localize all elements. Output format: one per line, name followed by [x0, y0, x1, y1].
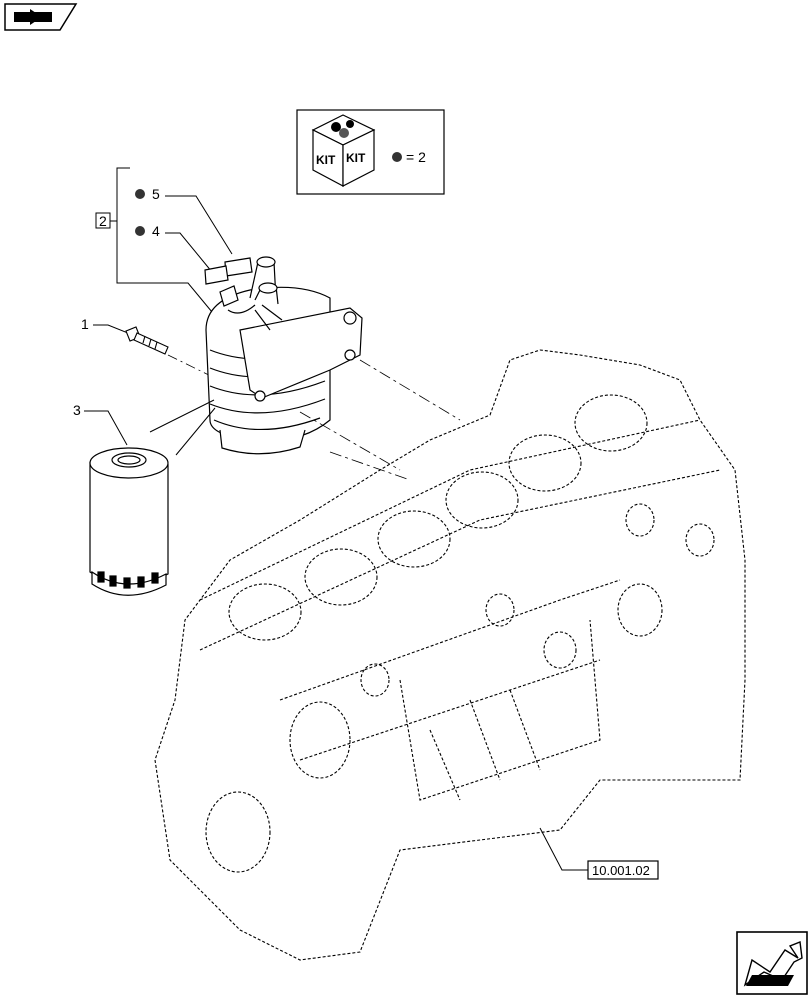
kit-legend: KIT KIT = 2: [296, 109, 445, 195]
reference-leader: [539, 827, 588, 871]
kit-quantity: = 2: [406, 149, 426, 165]
leader-3: [84, 410, 128, 446]
leader-4: [165, 232, 213, 273]
filter-cartridge: [89, 447, 169, 596]
callout-2: 2: [99, 213, 107, 229]
filter-head: [204, 256, 363, 455]
previous-page-icon[interactable]: [4, 3, 78, 31]
kit-bullet-icon-5: [135, 189, 145, 199]
bolt: [125, 326, 169, 355]
leader-5: [165, 195, 233, 255]
leader-1: [93, 324, 129, 334]
kit-text-left: KIT: [316, 153, 336, 167]
engine-block: [154, 349, 746, 961]
kit-bullet-icon: [392, 152, 402, 162]
callout-5: 5: [152, 186, 160, 202]
callout-4: 4: [152, 223, 160, 239]
kit-bullet-icon-4: [135, 226, 145, 236]
callout-3: 3: [73, 402, 81, 418]
kit-box-icon: KIT KIT: [311, 114, 376, 187]
next-page-icon[interactable]: [736, 931, 808, 995]
reference-box[interactable]: [587, 860, 659, 880]
callout-1: 1: [81, 316, 89, 332]
item-2-bracket: [95, 167, 213, 313]
reference-label[interactable]: 10.001.02: [592, 863, 650, 878]
kit-text-right: KIT: [346, 151, 366, 165]
